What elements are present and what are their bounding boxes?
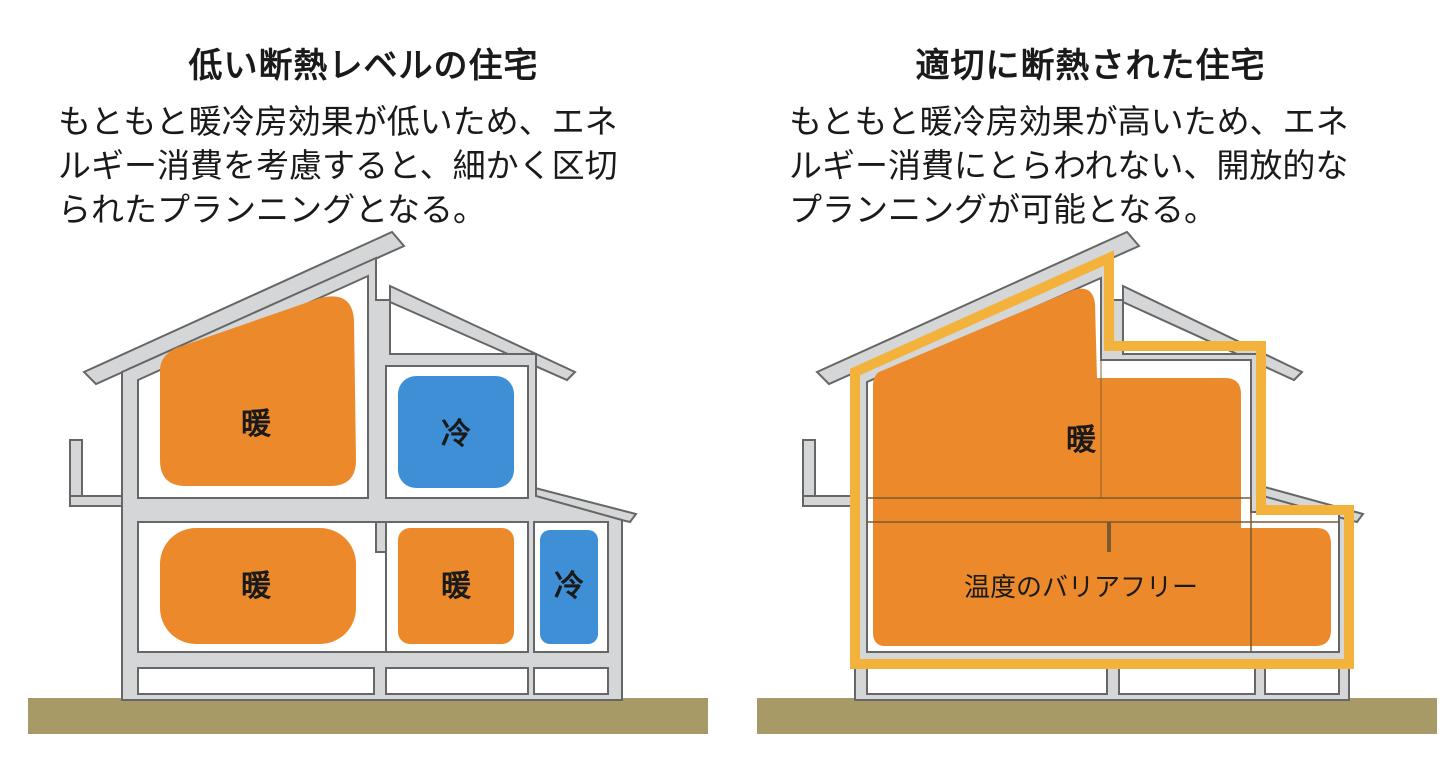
description-line: もともと暖冷房効果が低いため、エネ	[58, 102, 618, 141]
warm-zone	[160, 296, 356, 486]
description-line: られたプランニングとなる。	[58, 190, 487, 229]
warm-label: 暖	[441, 569, 472, 604]
good-insulation-house-diagram: 暖 温度のバリアフリー	[757, 230, 1437, 734]
good-insulation-title: 適切に断熱された住宅	[915, 46, 1266, 86]
description-line: もともと暖冷房効果が高いため、エネ	[789, 102, 1349, 141]
good-insulation-description: もともと暖冷房効果が高いため、エネ ルギー消費にとらわれない、開放的な プランニ…	[789, 100, 1409, 232]
description-line: ルギー消費にとらわれない、開放的な	[789, 146, 1349, 185]
ground	[28, 698, 708, 734]
partition-stub	[375, 521, 387, 553]
low-insulation-house-diagram: 暖 冷 暖 暖 冷	[28, 230, 708, 734]
cool-label: 冷	[441, 417, 471, 452]
low-insulation-description: もともと暖冷房効果が低いため、エネ ルギー消費を考慮すると、細かく区切 られたプ…	[58, 100, 678, 232]
warm-zone	[398, 528, 514, 644]
cool-label: 冷	[554, 569, 584, 604]
description-line: プランニングが可能となる。	[789, 190, 1218, 229]
good-insulation-panel: 適切に断熱された住宅 もともと暖冷房効果が高いため、エネ ルギー消費にとらわれな…	[727, 0, 1454, 782]
warm-zone	[873, 288, 1331, 646]
warm-label: 暖	[241, 407, 272, 442]
description-line: ルギー消費を考慮すると、細かく区切	[58, 146, 618, 185]
low-insulation-panel: 低い断熱レベルの住宅 もともと暖冷房効果が低いため、エネ ルギー消費を考慮すると…	[28, 46, 708, 734]
low-insulation-title: 低い断熱レベルの住宅	[188, 46, 539, 86]
ground	[757, 698, 1437, 734]
cool-zone	[398, 376, 514, 488]
warm-zone	[160, 528, 356, 644]
warm-label: 暖	[1066, 423, 1097, 458]
insulation-outline	[850, 250, 1354, 669]
foundation-openings	[866, 667, 1340, 695]
warm-label: 暖	[241, 569, 272, 604]
barrier-free-label: 温度のバリアフリー	[964, 573, 1198, 603]
partition-stub	[1107, 522, 1111, 552]
cool-zone	[540, 530, 598, 644]
